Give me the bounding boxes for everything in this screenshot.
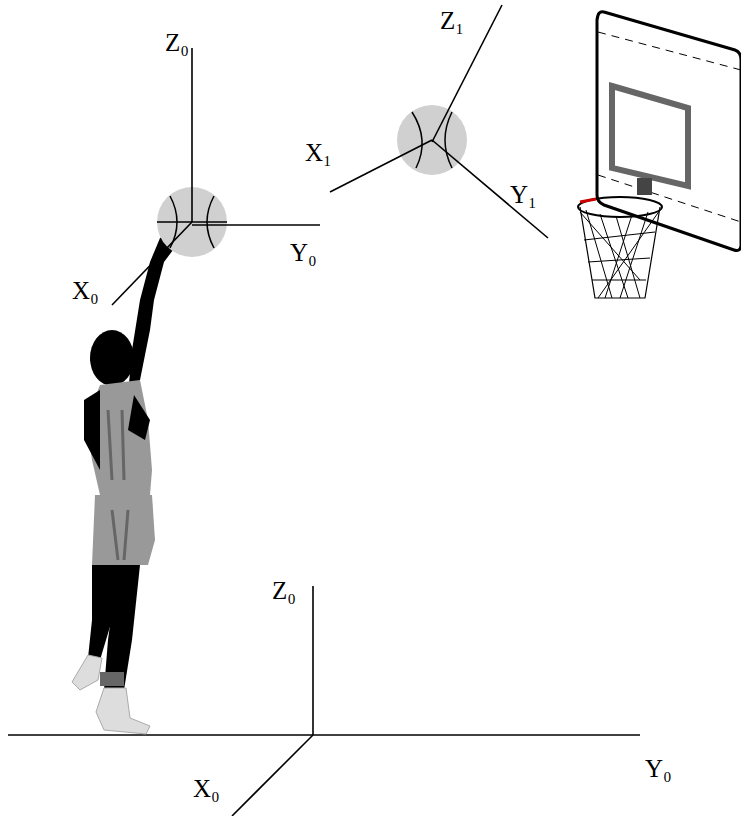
axis-label: X₁ <box>305 140 332 165</box>
axis-label: Z₁ <box>440 8 464 33</box>
ball-frame <box>330 5 548 238</box>
ball-frame <box>112 48 320 305</box>
backboard <box>597 12 741 251</box>
player <box>72 232 176 734</box>
axis-label: Z₀ <box>272 578 296 603</box>
axis-label: Y₀ <box>290 240 317 265</box>
axis-label: Z₀ <box>165 30 189 55</box>
axis-label: Y₀ <box>645 756 672 781</box>
hoop <box>578 197 662 298</box>
axis-label: X₀ <box>72 278 99 303</box>
axis-label: Y₁ <box>510 182 537 207</box>
axis-label: X₀ <box>193 776 220 801</box>
